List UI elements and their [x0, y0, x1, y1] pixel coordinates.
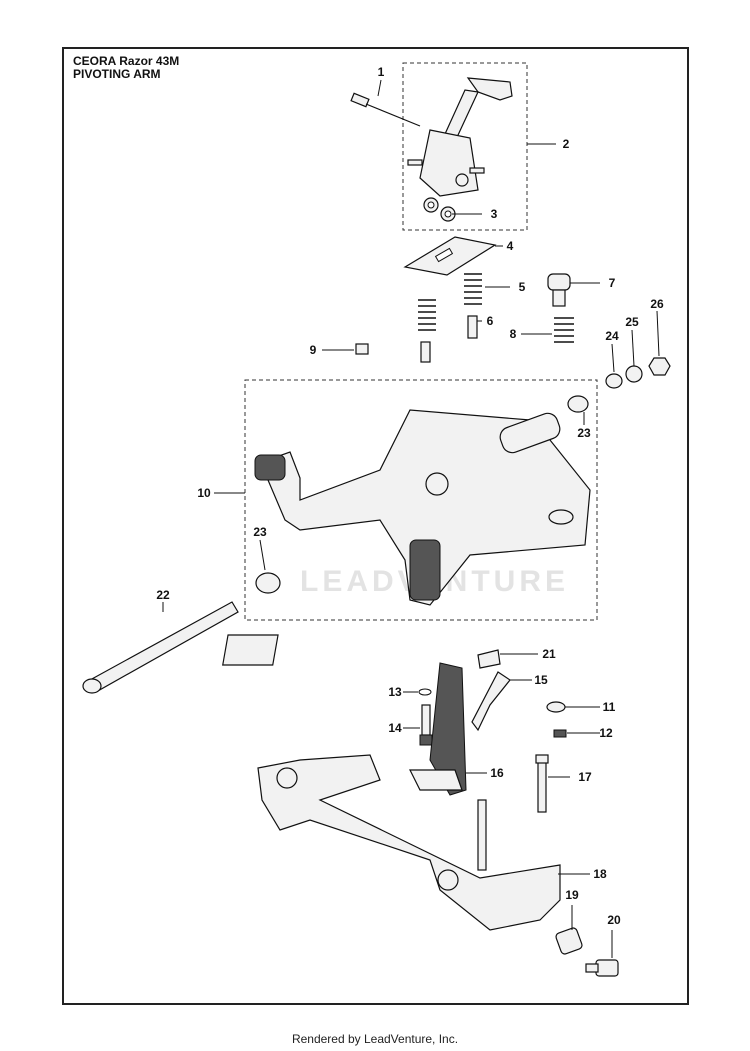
assembly-box-2	[402, 62, 528, 231]
callout-4: 4	[507, 239, 514, 253]
part-12-screw[interactable]	[553, 729, 567, 738]
part-25-washer[interactable]	[625, 365, 643, 383]
callout-6: 6	[487, 314, 494, 328]
callout-5: 5	[519, 280, 526, 294]
assembly-box-10	[244, 379, 598, 621]
part-26-nut[interactable]	[648, 357, 671, 376]
part-19-bushing[interactable]	[555, 927, 583, 955]
callout-23-left: 23	[253, 525, 267, 539]
part-10-pivot-frame[interactable]	[254, 409, 591, 606]
callout-19: 19	[565, 888, 579, 902]
callout-3: 3	[491, 207, 498, 221]
part-18-lower-frame[interactable]	[257, 754, 561, 931]
callout-15: 15	[534, 673, 548, 687]
callout-22: 22	[156, 588, 170, 602]
part-13-o-ring[interactable]	[418, 688, 432, 696]
callout-25: 25	[625, 315, 639, 329]
callout-16: 16	[490, 766, 504, 780]
part-15-lever[interactable]	[471, 671, 511, 732]
callout-21: 21	[542, 647, 556, 661]
footer-credit: Rendered by LeadVenture, Inc.	[291, 1032, 459, 1046]
part-17-bolt[interactable]	[535, 754, 549, 813]
part-11-washer[interactable]	[546, 701, 566, 713]
part-8-spring[interactable]	[554, 317, 574, 343]
callout-10: 10	[197, 486, 211, 500]
part-22-shaft[interactable]	[82, 601, 239, 694]
part-9-bushing[interactable]	[355, 343, 369, 355]
part-24-washer[interactable]	[605, 373, 623, 389]
callout-2: 2	[563, 137, 570, 151]
callout-26: 26	[650, 297, 664, 311]
callout-14: 14	[388, 721, 402, 735]
part-3-washers[interactable]	[423, 197, 456, 222]
part-20-bolt[interactable]	[585, 959, 619, 977]
section-name: PIVOTING ARM	[73, 67, 161, 81]
callout-23-right: 23	[577, 426, 591, 440]
part-23-bushings[interactable]	[255, 395, 589, 594]
callout-24: 24	[605, 329, 619, 343]
callout-1: 1	[378, 65, 385, 79]
callout-7: 7	[609, 276, 616, 290]
leader-lines	[162, 79, 660, 958]
part-21-clip[interactable]	[477, 649, 501, 669]
callout-9: 9	[310, 343, 317, 357]
callout-17: 17	[578, 770, 592, 784]
part-2-lever-assembly[interactable]	[407, 77, 513, 197]
callout-13: 13	[388, 685, 402, 699]
model-name: CEORA Razor 43M	[73, 54, 180, 68]
part-16-handle[interactable]	[409, 662, 467, 796]
part-5-springs[interactable]	[418, 273, 482, 331]
part-7-knob[interactable]	[547, 273, 571, 307]
callout-20: 20	[607, 913, 621, 927]
callout-11: 11	[603, 700, 616, 714]
diagram-frame	[62, 47, 689, 1005]
part-1-bolt[interactable]	[350, 92, 421, 127]
diagram-title: CEORA Razor 43M PIVOTING ARM	[73, 55, 179, 81]
callout-8: 8	[510, 327, 517, 341]
wire-harness-component	[222, 634, 279, 666]
part-4-plate[interactable]	[403, 236, 497, 276]
part-6-pins[interactable]	[420, 315, 478, 363]
part-14-bolt[interactable]	[419, 704, 433, 746]
callout-18: 18	[593, 867, 607, 881]
callout-12: 12	[599, 726, 613, 740]
